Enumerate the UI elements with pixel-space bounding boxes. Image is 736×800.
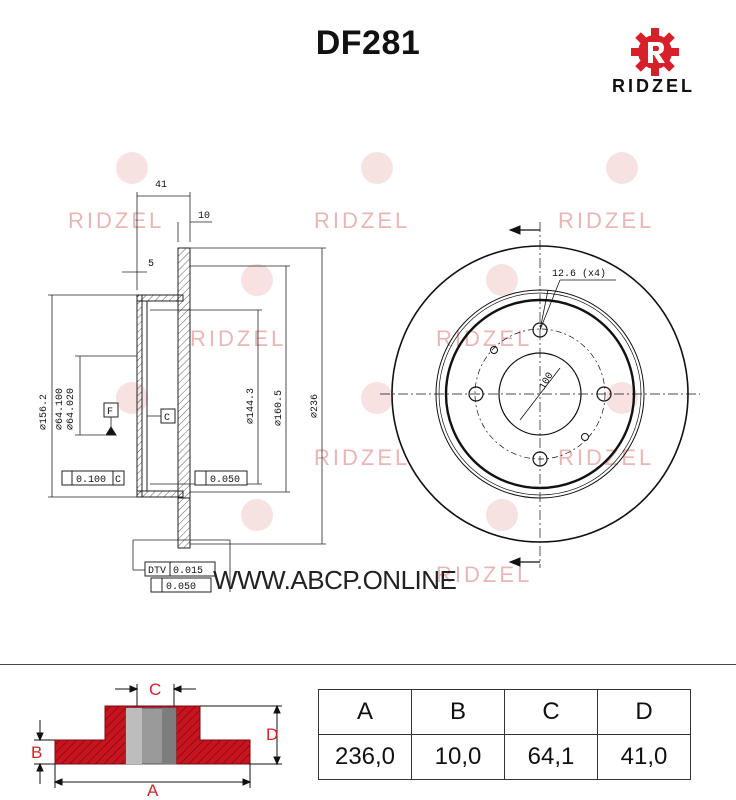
bolt-hole bbox=[468, 322, 612, 467]
table-row: 236,0 10,0 64,1 41,0 bbox=[318, 734, 691, 780]
profile-label-b: B bbox=[31, 743, 42, 762]
datum-c: C bbox=[164, 413, 170, 424]
table-header-cell: C bbox=[504, 689, 598, 735]
disc-profile-diagram: C D B A bbox=[31, 680, 282, 800]
dimensions-table: A B C D 236,0 10,0 64,1 41,0 bbox=[318, 689, 691, 780]
tol-flat-value: 0.050 bbox=[210, 475, 240, 486]
dia-156-label: ∅156.2 bbox=[39, 394, 50, 430]
gear-logo-icon bbox=[631, 28, 679, 76]
dia-160-label: ∅160.5 bbox=[274, 390, 285, 426]
table-header-cell: B bbox=[411, 689, 505, 735]
table-cell: 10,0 bbox=[411, 734, 505, 780]
profile-label-a: A bbox=[147, 781, 159, 800]
tol-dtv-label: DTV bbox=[148, 566, 166, 577]
watermark-url: WWW.ABCP.ONLINE bbox=[213, 565, 457, 595]
table-cell: 236,0 bbox=[318, 734, 412, 780]
dia-144-label: ∅144.3 bbox=[246, 388, 257, 424]
brand-logo bbox=[631, 28, 679, 76]
technical-drawing: RIDZEL RIDZEL RIDZEL RIDZEL RIDZEL RIDZE… bbox=[39, 152, 700, 593]
watermark-text: RIDZEL bbox=[436, 562, 532, 587]
disc-thickness-label: 10 bbox=[198, 211, 210, 222]
table-header-cell: A bbox=[318, 689, 412, 735]
watermark-text: RIDZEL bbox=[558, 208, 654, 233]
watermark-text: RIDZEL bbox=[314, 208, 410, 233]
watermark-text: RIDZEL bbox=[190, 326, 286, 351]
width-label: 41 bbox=[155, 180, 167, 191]
dia-outer-label: ∅236 bbox=[310, 394, 321, 418]
front-view bbox=[380, 222, 700, 568]
watermark-text: RIDZEL bbox=[68, 208, 164, 233]
dia-hub-min-label: ∅64.020 bbox=[66, 388, 77, 430]
tol-parallel-value: 0.100 bbox=[76, 475, 106, 486]
pcd-label: 100 bbox=[538, 371, 557, 392]
tol-parallel-ref: C bbox=[115, 475, 121, 486]
table-header-row: A B C D bbox=[318, 689, 691, 735]
table-cell: 64,1 bbox=[504, 734, 598, 780]
watermark-text: RIDZEL bbox=[558, 445, 654, 470]
tol-runout-value: 0.050 bbox=[166, 582, 196, 593]
table-cell: 41,0 bbox=[597, 734, 691, 780]
watermark-layer: RIDZEL RIDZEL RIDZEL RIDZEL RIDZEL RIDZE… bbox=[68, 152, 654, 587]
profile-label-d: D bbox=[266, 725, 278, 744]
section-divider bbox=[0, 664, 736, 665]
tol-dtv-value: 0.015 bbox=[173, 566, 203, 577]
brand-name: RIDZEL bbox=[612, 76, 695, 96]
bolt-hole-label: 12.6 (x4) bbox=[552, 268, 606, 280]
side-view-labels: 41 10 5 0.100 C 0.050 DTV 0.015 0.050 F … bbox=[76, 180, 240, 593]
profile-label-c: C bbox=[149, 680, 161, 699]
table-header-cell: D bbox=[597, 689, 691, 735]
hat-step-label: 5 bbox=[148, 259, 154, 270]
dia-hub-max-label: ∅64.100 bbox=[55, 388, 66, 430]
side-section-view bbox=[48, 192, 326, 593]
part-number-title: DF281 bbox=[315, 24, 421, 62]
datum-f: F bbox=[107, 407, 113, 418]
watermark-text: RIDZEL bbox=[314, 445, 410, 470]
